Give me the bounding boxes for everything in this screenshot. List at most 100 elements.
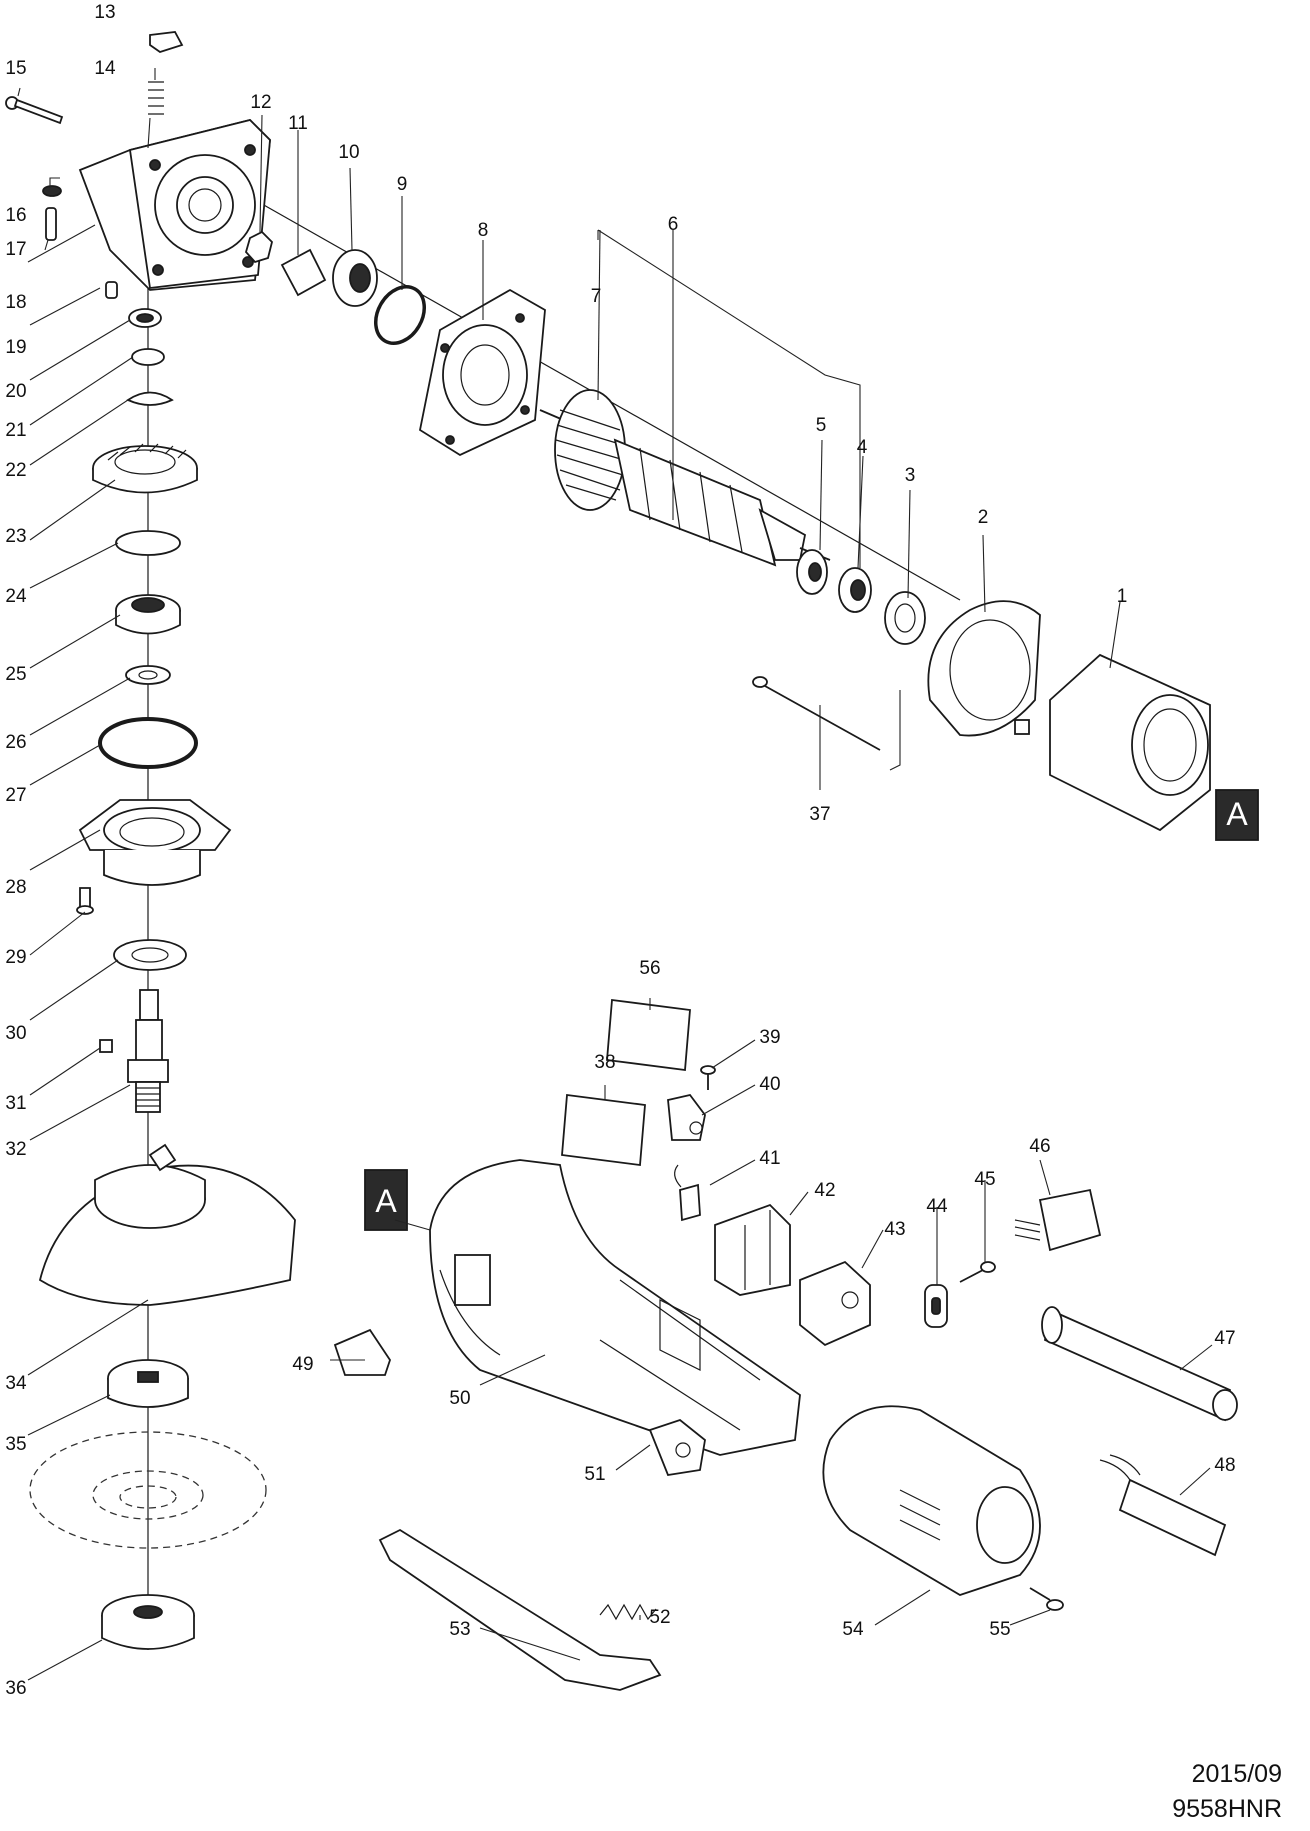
bearing-box-8: [418, 288, 546, 457]
woodruff-key: [99, 1039, 113, 1053]
part-label-50: 50: [449, 1388, 470, 1409]
part-label-2: 2: [978, 507, 989, 528]
part-label-52: 52: [649, 1607, 670, 1628]
hex-nut-12: [244, 230, 273, 264]
retaining-ring-24: [115, 530, 181, 556]
bearing-box: [78, 799, 232, 886]
part-label-44: 44: [926, 1196, 948, 1217]
wheel-guard: [38, 1143, 296, 1306]
part-label-5: 5: [816, 415, 827, 436]
part-label-35: 35: [5, 1434, 26, 1455]
part-label-51: 51: [584, 1464, 605, 1485]
armature: [539, 389, 831, 567]
brush-holder-51: [648, 1418, 706, 1476]
spiral-bevel-gear-small: [126, 391, 174, 406]
ball-bearing-10: [332, 249, 378, 307]
part-label-20: 20: [5, 381, 26, 402]
o-ring-27: [98, 717, 198, 769]
small-washer: [42, 185, 62, 197]
part-label-28: 28: [5, 877, 26, 898]
hex-bolt-37: [752, 676, 881, 751]
part-label-53: 53: [449, 1619, 470, 1640]
rear-cover-54: [822, 1405, 1041, 1596]
part-label-55: 55: [989, 1619, 1010, 1640]
part-label-24: 24: [5, 586, 27, 607]
part-label-45: 45: [974, 1169, 995, 1190]
part-label-25: 25: [5, 664, 26, 685]
part-label-8: 8: [478, 220, 489, 241]
tapping-screw-29: [76, 887, 94, 915]
part-label-43: 43: [884, 1219, 905, 1240]
bevel-pinion-11: [280, 248, 327, 297]
part-label-27: 27: [5, 785, 26, 806]
part-label-12: 12: [250, 92, 271, 113]
switch-lever-53: [378, 1528, 662, 1691]
grinding-wheel-outline: [29, 1431, 267, 1549]
connector-marker-bottom-label: A: [375, 1183, 397, 1219]
cord-48: [1099, 1454, 1227, 1557]
compression-spring-52: [599, 1603, 657, 1621]
strain-relief-47: [1041, 1306, 1238, 1422]
part-label-1: 1: [1117, 586, 1128, 607]
part-labels: 1 2 3 4 5 6 7 8 9 10 11 12 13 14 15 16 1…: [5, 2, 1235, 1699]
insulation-washer-3: [884, 591, 926, 645]
part-label-26: 26: [5, 732, 26, 753]
strain-relief-44: [924, 1284, 948, 1328]
spiral-bevel-gear-large: [92, 443, 198, 494]
part-label-49: 49: [292, 1354, 313, 1375]
gear-housing: [78, 119, 271, 291]
part-label-34: 34: [5, 1373, 27, 1394]
part-label-22: 22: [5, 460, 26, 481]
part-label-23: 23: [5, 526, 26, 547]
compression-spring: [148, 81, 164, 115]
retaining-ring-21: [131, 348, 165, 366]
part-label-17: 17: [5, 239, 26, 260]
part-label-13: 13: [94, 2, 115, 23]
part-label-4: 4: [857, 437, 868, 458]
lock-nut: [101, 1594, 195, 1650]
connector-marker-bottom: A: [364, 1169, 408, 1231]
pan-head-screw: [5, 96, 64, 125]
model-number: 9558HNR: [1172, 1795, 1282, 1823]
tapping-screw-45: [959, 1261, 996, 1283]
part-label-16: 16: [5, 205, 26, 226]
part-label-36: 36: [5, 1678, 26, 1699]
part-label-40: 40: [759, 1074, 780, 1095]
brush-holder-40: [667, 1093, 706, 1141]
part-label-47: 47: [1214, 1328, 1235, 1349]
shaft-lock-cap: [149, 31, 184, 53]
tapping-screw-39: [700, 1065, 716, 1090]
part-label-19: 19: [5, 337, 26, 358]
part-label-30: 30: [5, 1023, 26, 1044]
part-label-7: 7: [591, 286, 602, 307]
flat-washer-26: [125, 665, 171, 685]
name-plate-56: [606, 998, 691, 1072]
part-label-10: 10: [338, 142, 359, 163]
instruction-plate-38: [561, 1093, 646, 1167]
needle-bearing: [128, 308, 162, 328]
carbon-brush-41: [674, 1164, 701, 1222]
ball-bearing-5: [796, 549, 828, 595]
part-label-31: 31: [5, 1093, 26, 1114]
part-label-56: 56: [639, 958, 660, 979]
spindle: [127, 989, 169, 1113]
part-label-41: 41: [759, 1148, 780, 1169]
part-label-15: 15: [5, 58, 26, 79]
part-label-18: 18: [5, 292, 26, 313]
part-label-3: 3: [905, 465, 916, 486]
part-label-37: 37: [809, 804, 830, 825]
switch-cover-42: [714, 1203, 791, 1296]
motor-housing-50: [429, 1159, 801, 1456]
pin-part-19: [105, 281, 118, 299]
connector-marker-top-label: A: [1226, 796, 1248, 832]
axis-lines: [147, 150, 961, 1650]
part-label-46: 46: [1029, 1136, 1050, 1157]
part-label-32: 32: [5, 1139, 26, 1160]
part-label-42: 42: [814, 1180, 835, 1201]
inner-flange: [107, 1359, 189, 1408]
part-label-54: 54: [842, 1619, 864, 1640]
shaft-lock-pin: [45, 207, 57, 241]
part-label-9: 9: [397, 174, 408, 195]
noise-suppressor-46: [1014, 1188, 1102, 1252]
